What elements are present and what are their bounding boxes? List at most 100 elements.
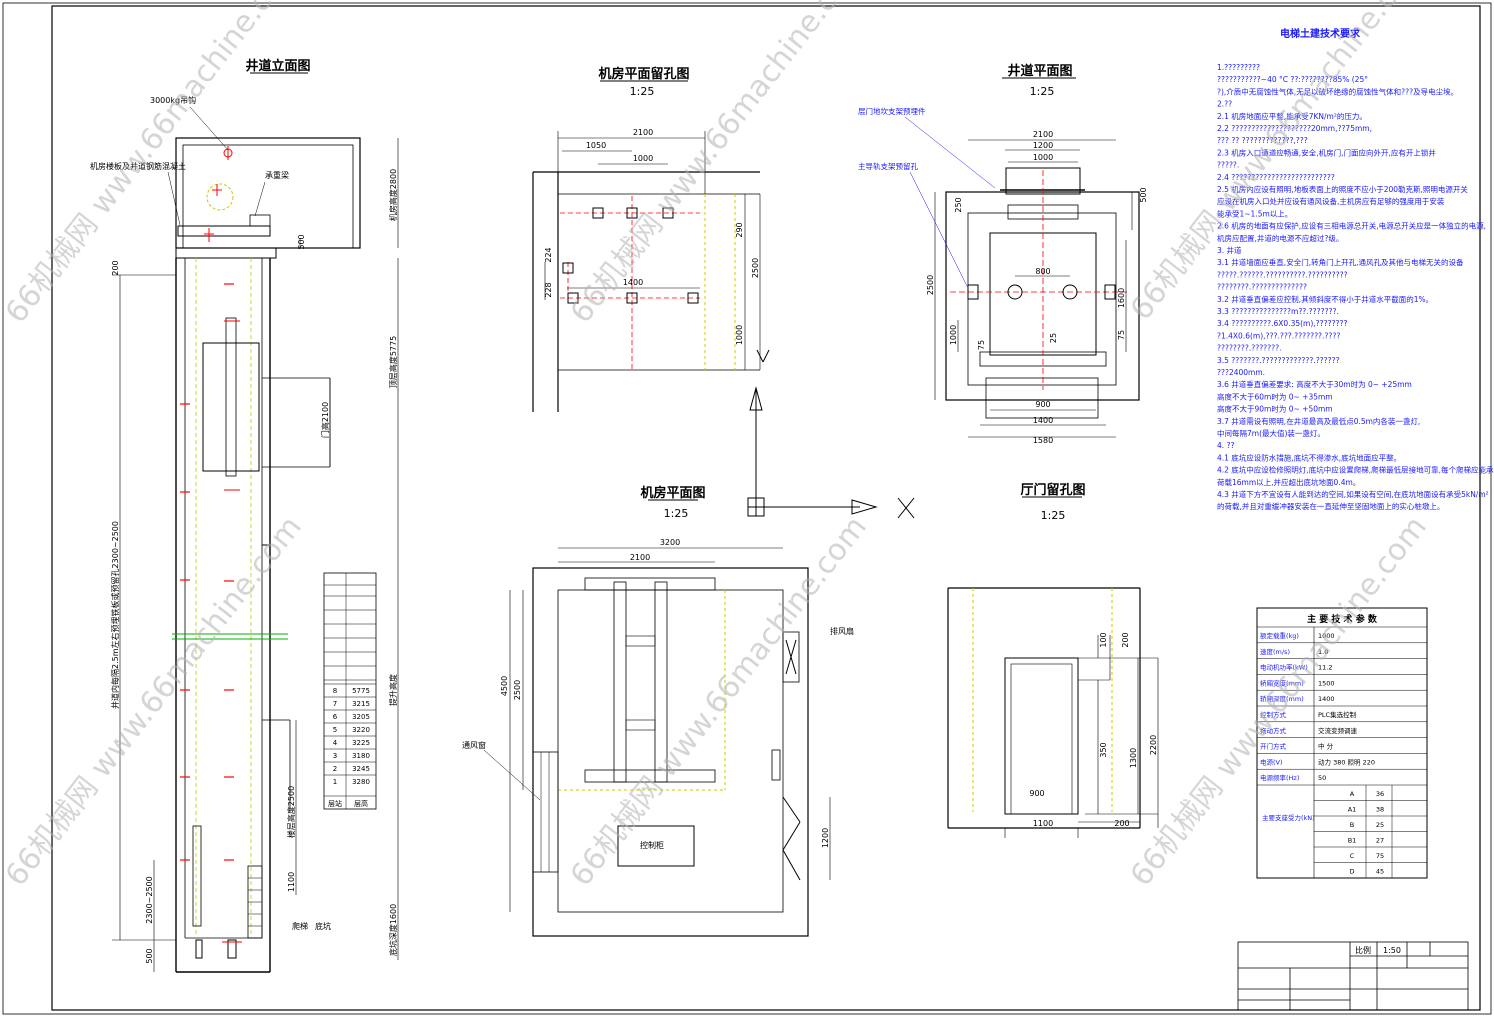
param-label: 电动机功率(kW) [1260,663,1308,672]
requirement-line: 的荷载,并且对重缓冲器安装在一直延伸至坚固地面上的实心桩墩上。 [1217,501,1444,511]
hd-dim-1300: 1300 [1129,748,1138,768]
loads-label: 主要支座受力(kN) [1262,813,1315,822]
requirement-line: 2.1 机房地面应平整,能承受7KN/m²的压力。 [1217,111,1367,121]
param-label: 电源(V) [1260,757,1283,766]
mrp-vent-label: 通风窗 [462,740,486,750]
requirement-line: ?),介质中无腐蚀性气体,无足以破坏绝缘的腐蚀性气体和???及导电尘埃。 [1217,86,1458,96]
requirement-line: 2.?? [1217,100,1232,109]
mr-dim-1050: 1050 [586,141,606,150]
floor-table-floor: 8 [333,687,337,695]
requirement-line: 机房应配置,井道的电源不应超过?级。 [1217,233,1343,243]
shaft-note-counter: 主导轨支架预留孔 [858,161,918,171]
requirement-line: 3.2 井道垂直偏差应控制,其倾斜度不得小于井道水平截面的1%。 [1217,294,1433,304]
dim-pit-depth: 底坑深度1600 [388,904,398,956]
watermark-text: 66机械网 www.66machine.com [1124,510,1434,893]
param-label: 轿厢宽度(mm) [1260,678,1304,687]
mr-plan-scale: 1:25 [664,507,689,520]
floor-table-floor: 4 [333,739,338,747]
scale-value: 1:50 [1383,946,1401,955]
floor-table-height: 3225 [352,739,370,747]
hd-dim-200: 200 [1121,632,1130,647]
machine-room-hole-plan: 机房平面留孔图 1:25 [532,66,761,412]
mr-dim-1400: 1400 [623,278,643,287]
requirement-line: ???????????~40 °C ??:????????85% (25° [1217,75,1368,84]
requirements-notes: 电梯土建技术要求 1.????????????????????~40 °C ??… [1217,27,1494,511]
requirement-line: 能承受1~1.5m以上。 [1217,208,1292,218]
requirement-line: ?????. [1217,161,1239,170]
param-value: 1400 [1318,695,1335,703]
mrp-dim-1200: 1200 [821,828,830,848]
floor-table-floor: 1 [333,778,337,786]
requirement-line: 应设在机房入口处并应设有通风设备,主机房应有足够的强度用于安装 [1217,196,1445,206]
mrp-fan-label: 排风扇 [830,626,854,636]
requirement-line: 荷载16mm以上,并应超出底坑地面0.4m。 [1217,477,1360,487]
shaft-plan-scale: 1:25 [1030,85,1055,98]
hd-dim-900: 900 [1029,789,1044,798]
floor-table-height: 3245 [352,765,370,773]
hall-door-plan: 厅门留孔图 1:25 100 200 2200 350 1300 900 [947,482,1159,838]
mr-dim-290: 290 [735,222,744,237]
dim-mr-height: 机房高度2800 [388,169,398,221]
requirement-line: 2.4 ?????????????????????????? [1217,173,1335,182]
floor-table-height: 3280 [352,778,370,786]
requirement-line: 2.2 ????????????????????20mm,??75mm, [1217,124,1372,133]
hd-dim-350: 350 [1099,742,1108,757]
dim-top: 顶层高度5775 [388,336,398,388]
mr-holes-title: 机房平面留孔图 [598,66,689,82]
param-label: 额定载重(kg) [1260,631,1299,640]
mr-dim-1000b: 1000 [735,325,744,345]
requirement-line: 3.5 ???????.?????????????.?????? [1217,356,1340,365]
orientation-symbol [747,349,915,519]
floor-table-height: 3220 [352,726,370,734]
requirement-line: ????????.???????. [1217,344,1281,353]
mrp-dim-2100: 2100 [630,553,650,562]
scale-label: 比例 [1355,945,1371,955]
ladder-label: 爬梯 [292,921,308,931]
dim-200: 200 [111,260,120,275]
shaft-dim-1580: 1580 [1033,436,1053,445]
requirement-line: 高度不大于60m时为 0~ +35mm [1217,391,1333,401]
requirement-line: 2.6 机房的地面有应保护,应设有三相电源总开关,电源总开关应是一体独立的电源, [1217,221,1486,231]
load-value: 75 [1376,852,1384,860]
dim-2500: 楼层高度2500 [286,786,296,838]
side-note: 井道内每隔2.5m左右预埋铁板或预留孔2300~2500 [110,521,120,709]
pit-label: 底坑 [315,921,331,931]
param-value: 1.0 [1318,648,1328,656]
floor-table-height: 3180 [352,752,370,760]
load-value: 45 [1376,868,1384,876]
requirement-line: ?1.4X0.6(m),???.???.???????.???? [1217,331,1340,340]
shaft-dim-2500: 2500 [926,275,935,295]
requirement-line: 4.1 底坑应设防水措施,底坑不得渗水,底坑地面应平整。 [1217,452,1401,462]
requirement-line: 4.2 底坑中应设检修照明灯,底坑中应设置爬梯,爬梯最低层接地可靠,每个爬梯应能… [1217,465,1494,475]
requirement-line: 4.3 井道下方不宜设有人能到达的空间,如果设有空间,在底坑地面设有承受5kN/… [1217,489,1489,499]
param-label: 电源频率(Hz) [1260,773,1299,782]
shaft-dim-900: 900 [1035,400,1050,409]
mrp-cabinet-label: 控制柜 [640,840,664,850]
floor-table-floor: 5 [333,726,337,734]
shaft-dim-2100: 2100 [1033,130,1053,139]
mr-holes-scale: 1:25 [630,85,655,98]
requirement-line: ?????.??????.??????????.?????????? [1217,270,1348,279]
machine-room-plan: 机房平面图 1:25 3200 2100 4500 [462,485,854,937]
mrp-dim-3200: 3200 [660,538,680,547]
beam-note-label: 机房楼板及井道钢筋混凝土 [90,161,186,171]
mr-dim-1000: 1000 [633,154,653,163]
load-value: 38 [1376,806,1384,814]
load-value: 27 [1376,837,1384,845]
mr-dim-228: 228 [544,282,553,297]
shaft-note-rail: 层门地坎支架预埋件 [858,106,926,116]
mr-dim-2500: 2500 [751,258,760,278]
dim-1100: 1100 [287,872,296,892]
floor-table-height: 3205 [352,713,370,721]
shaft-dim-75: 75 [977,340,986,350]
shaft-dim-800: 800 [1035,267,1050,276]
dim-travel: 提升高度 [388,674,398,706]
shaft-dim-1200: 1200 [1033,141,1053,150]
shaft-dim-1600: 1600 [1117,288,1126,308]
load-value: 25 [1376,821,1384,829]
requirement-line: 2.3 机房入口通道应畅通,安全,机房门,门面应向外开,应有开上锁并 [1217,147,1436,157]
shaft-dim-1000b: 1000 [949,325,958,345]
bearing-beam-label: 承重梁 [265,170,289,180]
hd-dim-200b: 200 [1114,819,1129,828]
hd-dim-100: 100 [1099,632,1108,647]
